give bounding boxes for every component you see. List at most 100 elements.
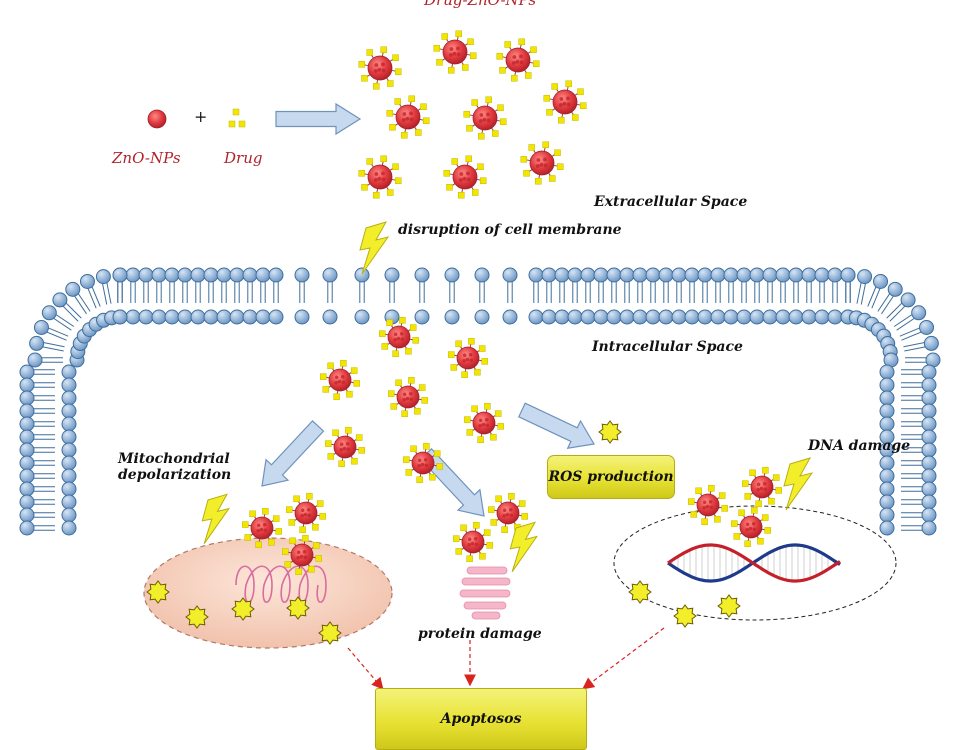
phospholipid bbox=[294, 267, 310, 325]
phospholipid bbox=[788, 267, 804, 325]
apoptosis-label: Apoptosos bbox=[440, 711, 522, 727]
ros-star-icon bbox=[628, 580, 652, 604]
phospholipid bbox=[19, 507, 77, 523]
nanoparticle-icon bbox=[320, 360, 360, 400]
phospholipid bbox=[879, 455, 937, 471]
nanoparticle-icon bbox=[358, 155, 402, 199]
phospholipid bbox=[879, 390, 937, 406]
nanoparticle-icon bbox=[688, 485, 728, 525]
phospholipid bbox=[593, 267, 609, 325]
phospholipid bbox=[870, 292, 916, 338]
phospholipid bbox=[164, 267, 180, 325]
phospholipid bbox=[414, 267, 430, 325]
endoplasmic-reticulum-icon bbox=[459, 566, 511, 620]
drug-label: Drug bbox=[224, 149, 263, 167]
phospholipid bbox=[229, 267, 245, 325]
nanoparticle-icon bbox=[325, 427, 365, 467]
phospholipid bbox=[474, 267, 490, 325]
phospholipid bbox=[876, 305, 927, 344]
phospholipid bbox=[19, 455, 77, 471]
nanoparticle-icon bbox=[520, 141, 564, 185]
phospholipid bbox=[19, 442, 77, 458]
cell-structures bbox=[143, 505, 897, 649]
nanoparticle-icon bbox=[463, 96, 507, 140]
ros-star-icon bbox=[231, 597, 255, 621]
protein-damage-label: protein damage bbox=[418, 626, 542, 642]
phospholipid bbox=[814, 267, 830, 325]
phospholipid bbox=[775, 267, 791, 325]
phospholipid bbox=[883, 352, 941, 368]
phospholipid bbox=[879, 520, 937, 536]
phospholipid bbox=[19, 364, 77, 380]
phospholipid bbox=[671, 267, 687, 325]
phospholipid bbox=[444, 267, 460, 325]
phospholipid bbox=[384, 267, 400, 325]
nanoparticle-icon bbox=[358, 46, 402, 90]
phospholipid bbox=[322, 267, 338, 325]
mitochondria-arrow bbox=[261, 420, 325, 487]
nanoparticle-icon bbox=[433, 30, 477, 74]
nanoparticle-icon bbox=[386, 95, 430, 139]
phospholipid bbox=[736, 267, 752, 325]
drug-legend-icon bbox=[228, 108, 246, 128]
phospholipid bbox=[879, 429, 937, 445]
extracellular-space-label: Extracellular Space bbox=[594, 194, 748, 210]
phospholipid bbox=[801, 267, 817, 325]
plus-sign: + bbox=[194, 107, 208, 126]
phospholipid bbox=[619, 267, 635, 325]
phospholipid bbox=[723, 267, 739, 325]
phospholipid bbox=[710, 267, 726, 325]
phospholipid bbox=[19, 377, 77, 393]
zno-nps-label: ZnO-NPs bbox=[112, 149, 181, 167]
phospholipid bbox=[580, 267, 596, 325]
lightning-icon bbox=[509, 521, 539, 572]
phospholipid bbox=[112, 267, 128, 325]
phospholipid bbox=[242, 267, 258, 325]
phospholipid bbox=[177, 267, 193, 325]
cell-membrane bbox=[19, 267, 941, 536]
phospholipid bbox=[567, 267, 583, 325]
phospholipid bbox=[19, 429, 77, 445]
phospholipid bbox=[41, 305, 92, 344]
ros-star-icon bbox=[318, 621, 342, 645]
nanoparticle-icon bbox=[286, 493, 326, 533]
effect-icons bbox=[146, 221, 814, 645]
phospholipid bbox=[354, 267, 370, 325]
phospholipid bbox=[658, 267, 674, 325]
mito-apoptosis-arrow bbox=[347, 647, 384, 690]
nanoparticle-icon bbox=[388, 377, 428, 417]
nanoparticle-icon bbox=[379, 317, 419, 357]
phospholipid bbox=[125, 267, 141, 325]
nanoparticle-icon bbox=[496, 38, 540, 82]
dna-helix-icon bbox=[613, 505, 897, 621]
phospholipid bbox=[632, 267, 648, 325]
phospholipid bbox=[879, 364, 937, 380]
phospholipid bbox=[879, 377, 937, 393]
phospholipid bbox=[554, 267, 570, 325]
ros-star-icon bbox=[286, 596, 310, 620]
zno-np-legend-icon bbox=[147, 109, 167, 129]
phospholipid bbox=[19, 468, 77, 484]
nanoparticle-icon bbox=[403, 443, 443, 483]
ros-production-box: ROS production bbox=[547, 455, 675, 499]
ros-arrow bbox=[518, 402, 595, 449]
mitochondrion-icon bbox=[143, 537, 393, 649]
phospholipid bbox=[19, 520, 77, 536]
phospholipid bbox=[541, 267, 557, 325]
ros-star-icon bbox=[673, 604, 697, 628]
nanoparticle-icon bbox=[443, 155, 487, 199]
ros-star-icon bbox=[146, 580, 170, 604]
phospholipid bbox=[879, 494, 937, 510]
ros-star-icon bbox=[717, 594, 741, 618]
lightning-icon bbox=[201, 493, 231, 544]
nanoparticle-icon bbox=[448, 338, 488, 378]
nanoparticle-icon bbox=[453, 522, 493, 562]
phospholipid bbox=[502, 267, 518, 325]
mitochondrial-depolarization-label: Mitochondrial depolarization bbox=[118, 451, 232, 484]
dna-damage-label: DNA damage bbox=[808, 438, 911, 454]
phospholipid bbox=[864, 281, 903, 332]
dna-apoptosis-arrow bbox=[582, 627, 665, 690]
lightning-icon bbox=[783, 457, 814, 511]
